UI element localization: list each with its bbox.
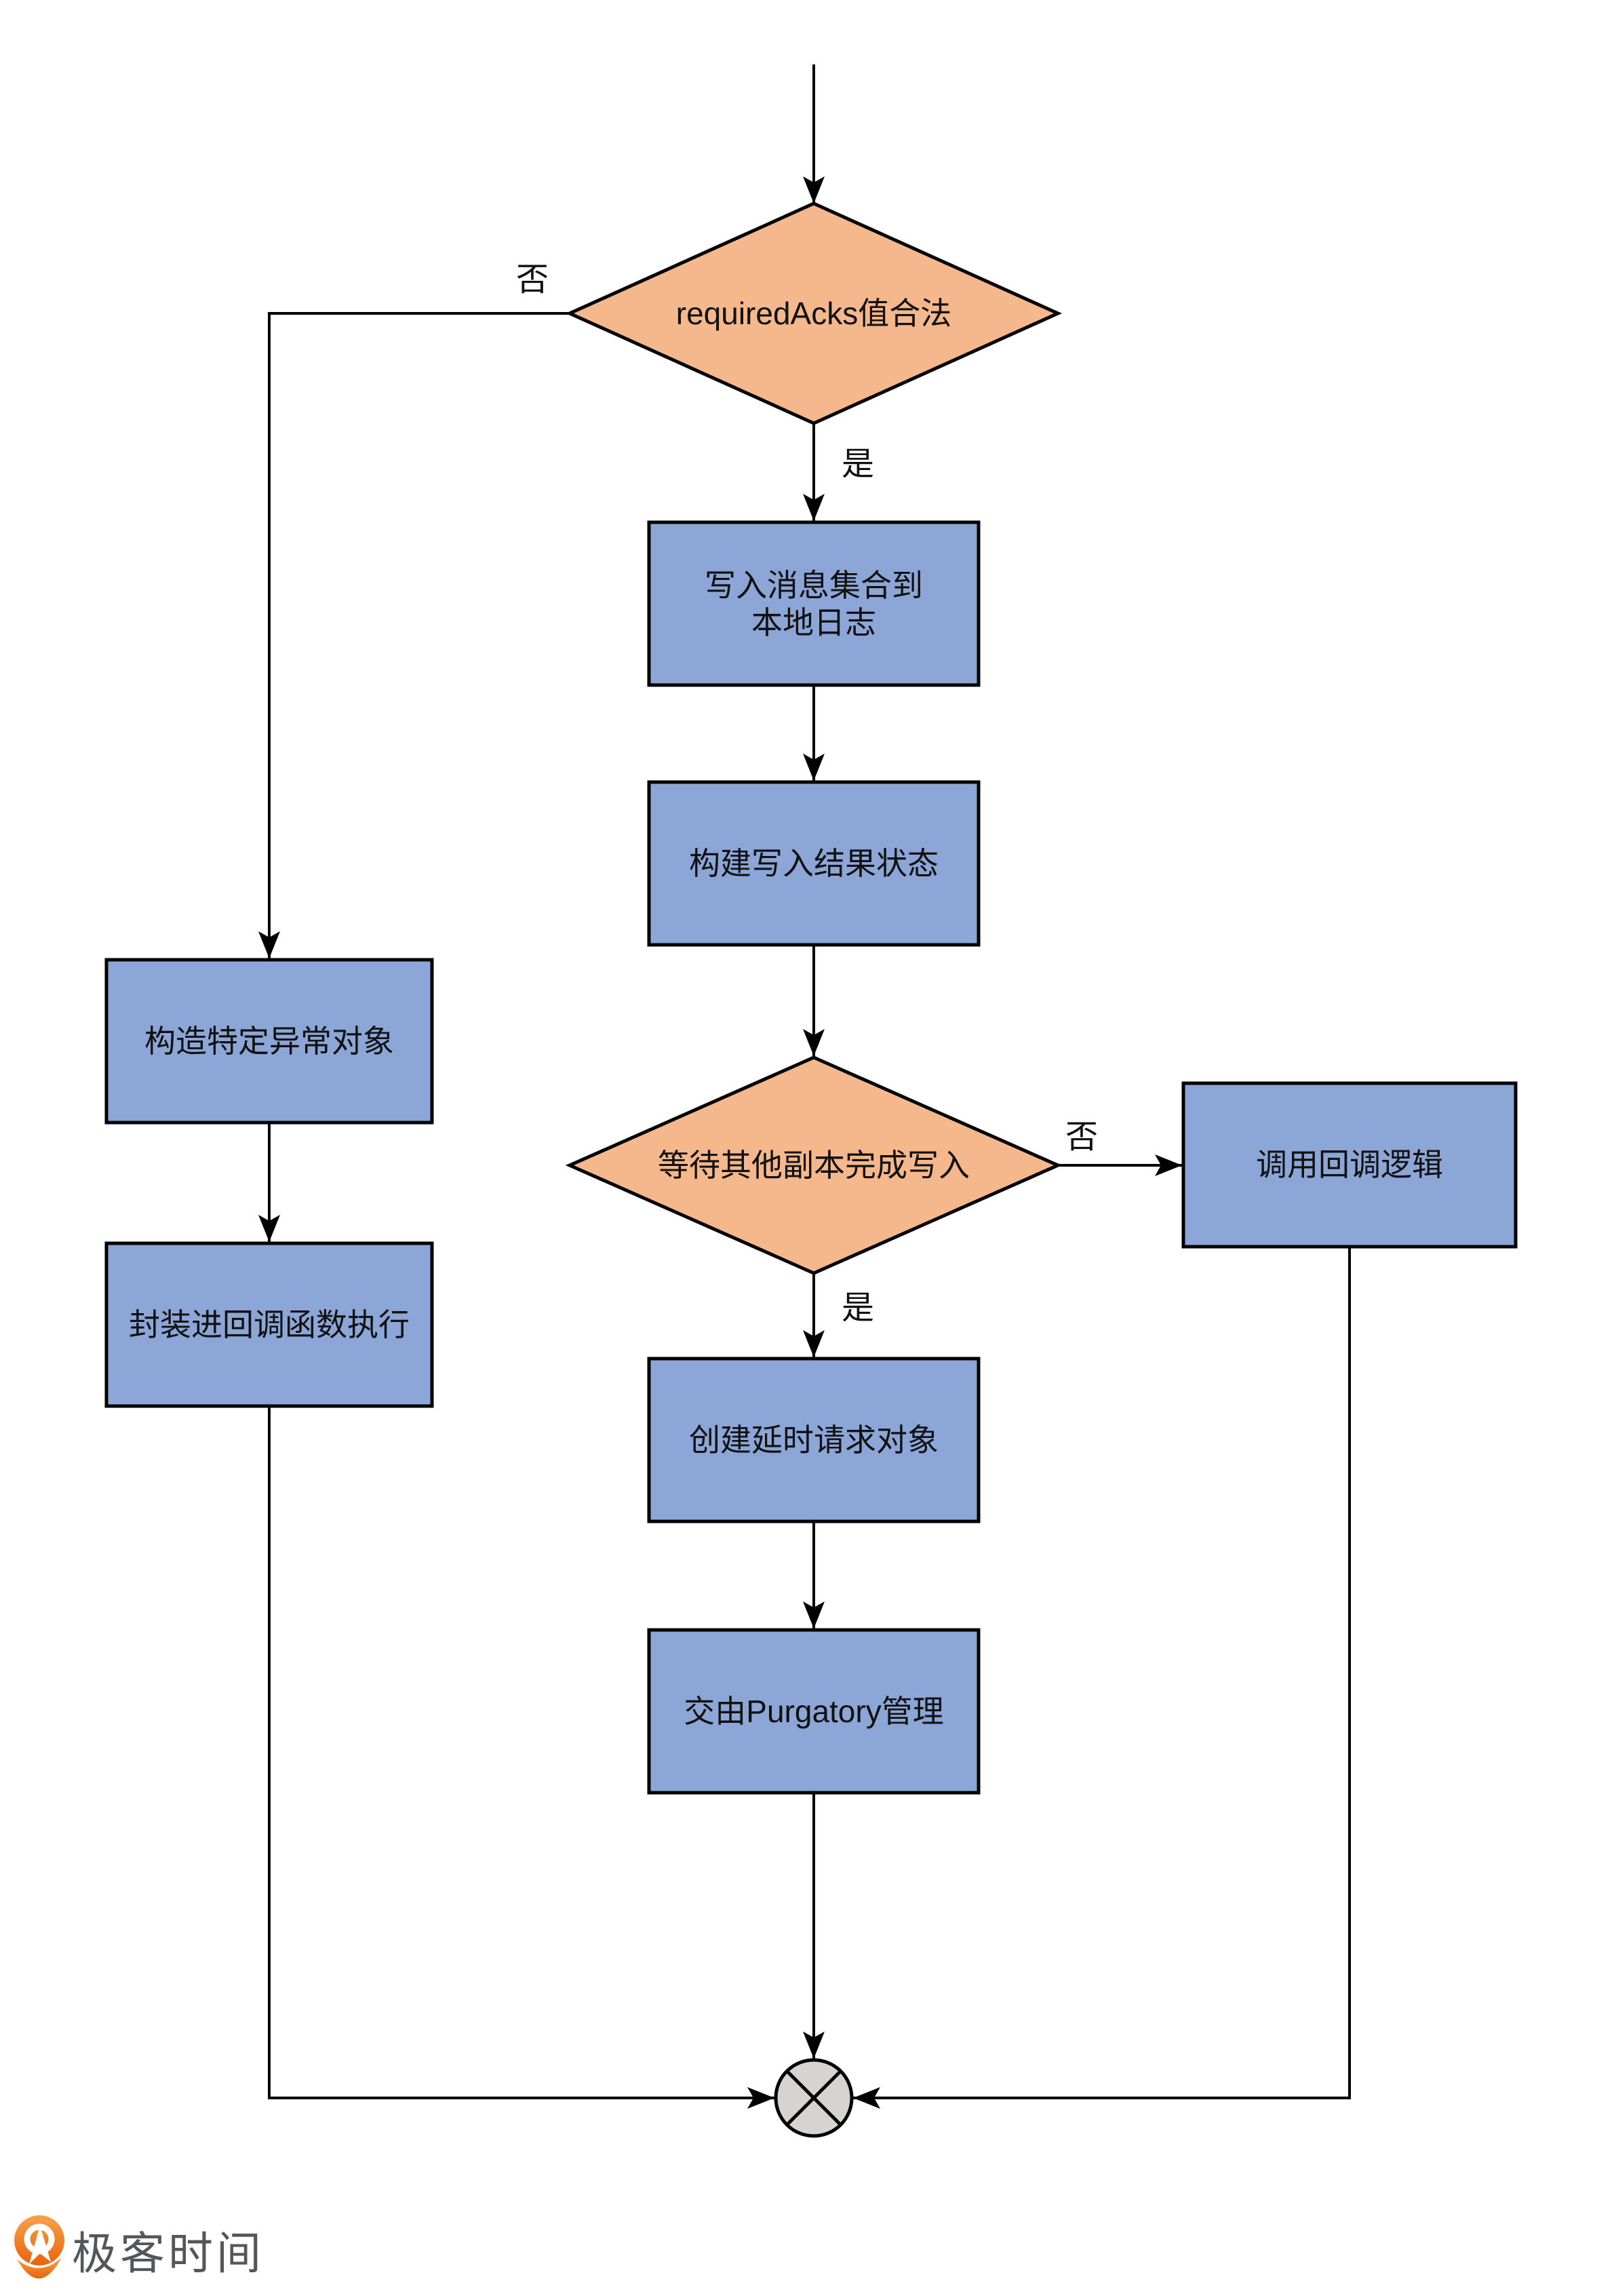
process-build-exception-shape xyxy=(104,958,434,1125)
process-build-exception: 构造特定异常对象 xyxy=(104,958,434,1125)
edge-wrap-callback-to-junction xyxy=(268,1406,774,2109)
process-purgatory-manage-label: 交由Purgatory管理 xyxy=(684,1694,943,1729)
process-purgatory-manage: 交由Purgatory管理 xyxy=(647,1628,981,1795)
merge-junction-cross-line xyxy=(785,2069,842,2126)
process-create-delayed-request: 创建延时请求对象 xyxy=(647,1357,981,1523)
decision-required-acks-shape xyxy=(565,201,1063,425)
process-build-exception-label: 构造特定异常对象 xyxy=(144,1024,394,1059)
process-purgatory-manage-shape xyxy=(647,1628,981,1795)
process-write-local-log: 写入消息集合到 本地日志 xyxy=(647,520,981,687)
process-create-delayed-request-label: 创建延时请求对象 xyxy=(689,1422,939,1458)
edge-invoke-callback-to-junction xyxy=(853,1247,1351,2109)
process-invoke-callback: 调用回调逻辑 xyxy=(1181,1081,1518,1249)
process-wrap-callback-exec: 封装进回调函数执行 xyxy=(104,1241,434,1408)
logo-arrow-icon xyxy=(29,2225,51,2264)
edge-label-wait-replicas-yes: 是 xyxy=(842,1290,874,1326)
brand-wordmark: 极客时间 xyxy=(72,2228,264,2278)
process-build-result-state-shape xyxy=(647,780,981,947)
process-invoke-callback-label: 调用回调逻辑 xyxy=(1256,1147,1443,1182)
decision-wait-replicas: 等待其他副本完成写入 xyxy=(565,1055,1063,1275)
logo-pin-tail-icon xyxy=(17,2257,62,2279)
brand-logo: 极客时间 xyxy=(14,2215,264,2279)
decision-wait-replicas-label: 等待其他副本完成写入 xyxy=(658,1148,970,1183)
edge-label-wait-replicas-no: 否 xyxy=(1065,1119,1098,1155)
edge-label-required-acks-no: 否 xyxy=(516,262,549,298)
process-create-delayed-request-shape xyxy=(647,1357,981,1523)
process-wrap-callback-exec-label: 封装进回调函数执行 xyxy=(129,1307,410,1342)
decision-required-acks-label: requiredAcks值合法 xyxy=(676,296,951,331)
decision-required-acks: requiredAcks值合法 xyxy=(565,201,1063,425)
process-write-local-log-label-line2: 本地日志 xyxy=(751,605,876,640)
process-invoke-callback-shape xyxy=(1181,1081,1518,1249)
decision-wait-replicas-shape xyxy=(565,1055,1063,1275)
process-build-result-state: 构建写入结果状态 xyxy=(647,780,981,947)
edge-required-acks-no xyxy=(258,312,570,958)
merge-junction xyxy=(774,2058,854,2138)
process-write-local-log-label-line1: 写入消息集合到 xyxy=(705,568,923,603)
process-write-local-log-shape xyxy=(647,520,981,687)
edge-label-required-acks-yes: 是 xyxy=(842,446,874,482)
process-wrap-callback-exec-shape xyxy=(104,1241,434,1408)
process-build-result-state-label: 构建写入结果状态 xyxy=(689,846,939,881)
